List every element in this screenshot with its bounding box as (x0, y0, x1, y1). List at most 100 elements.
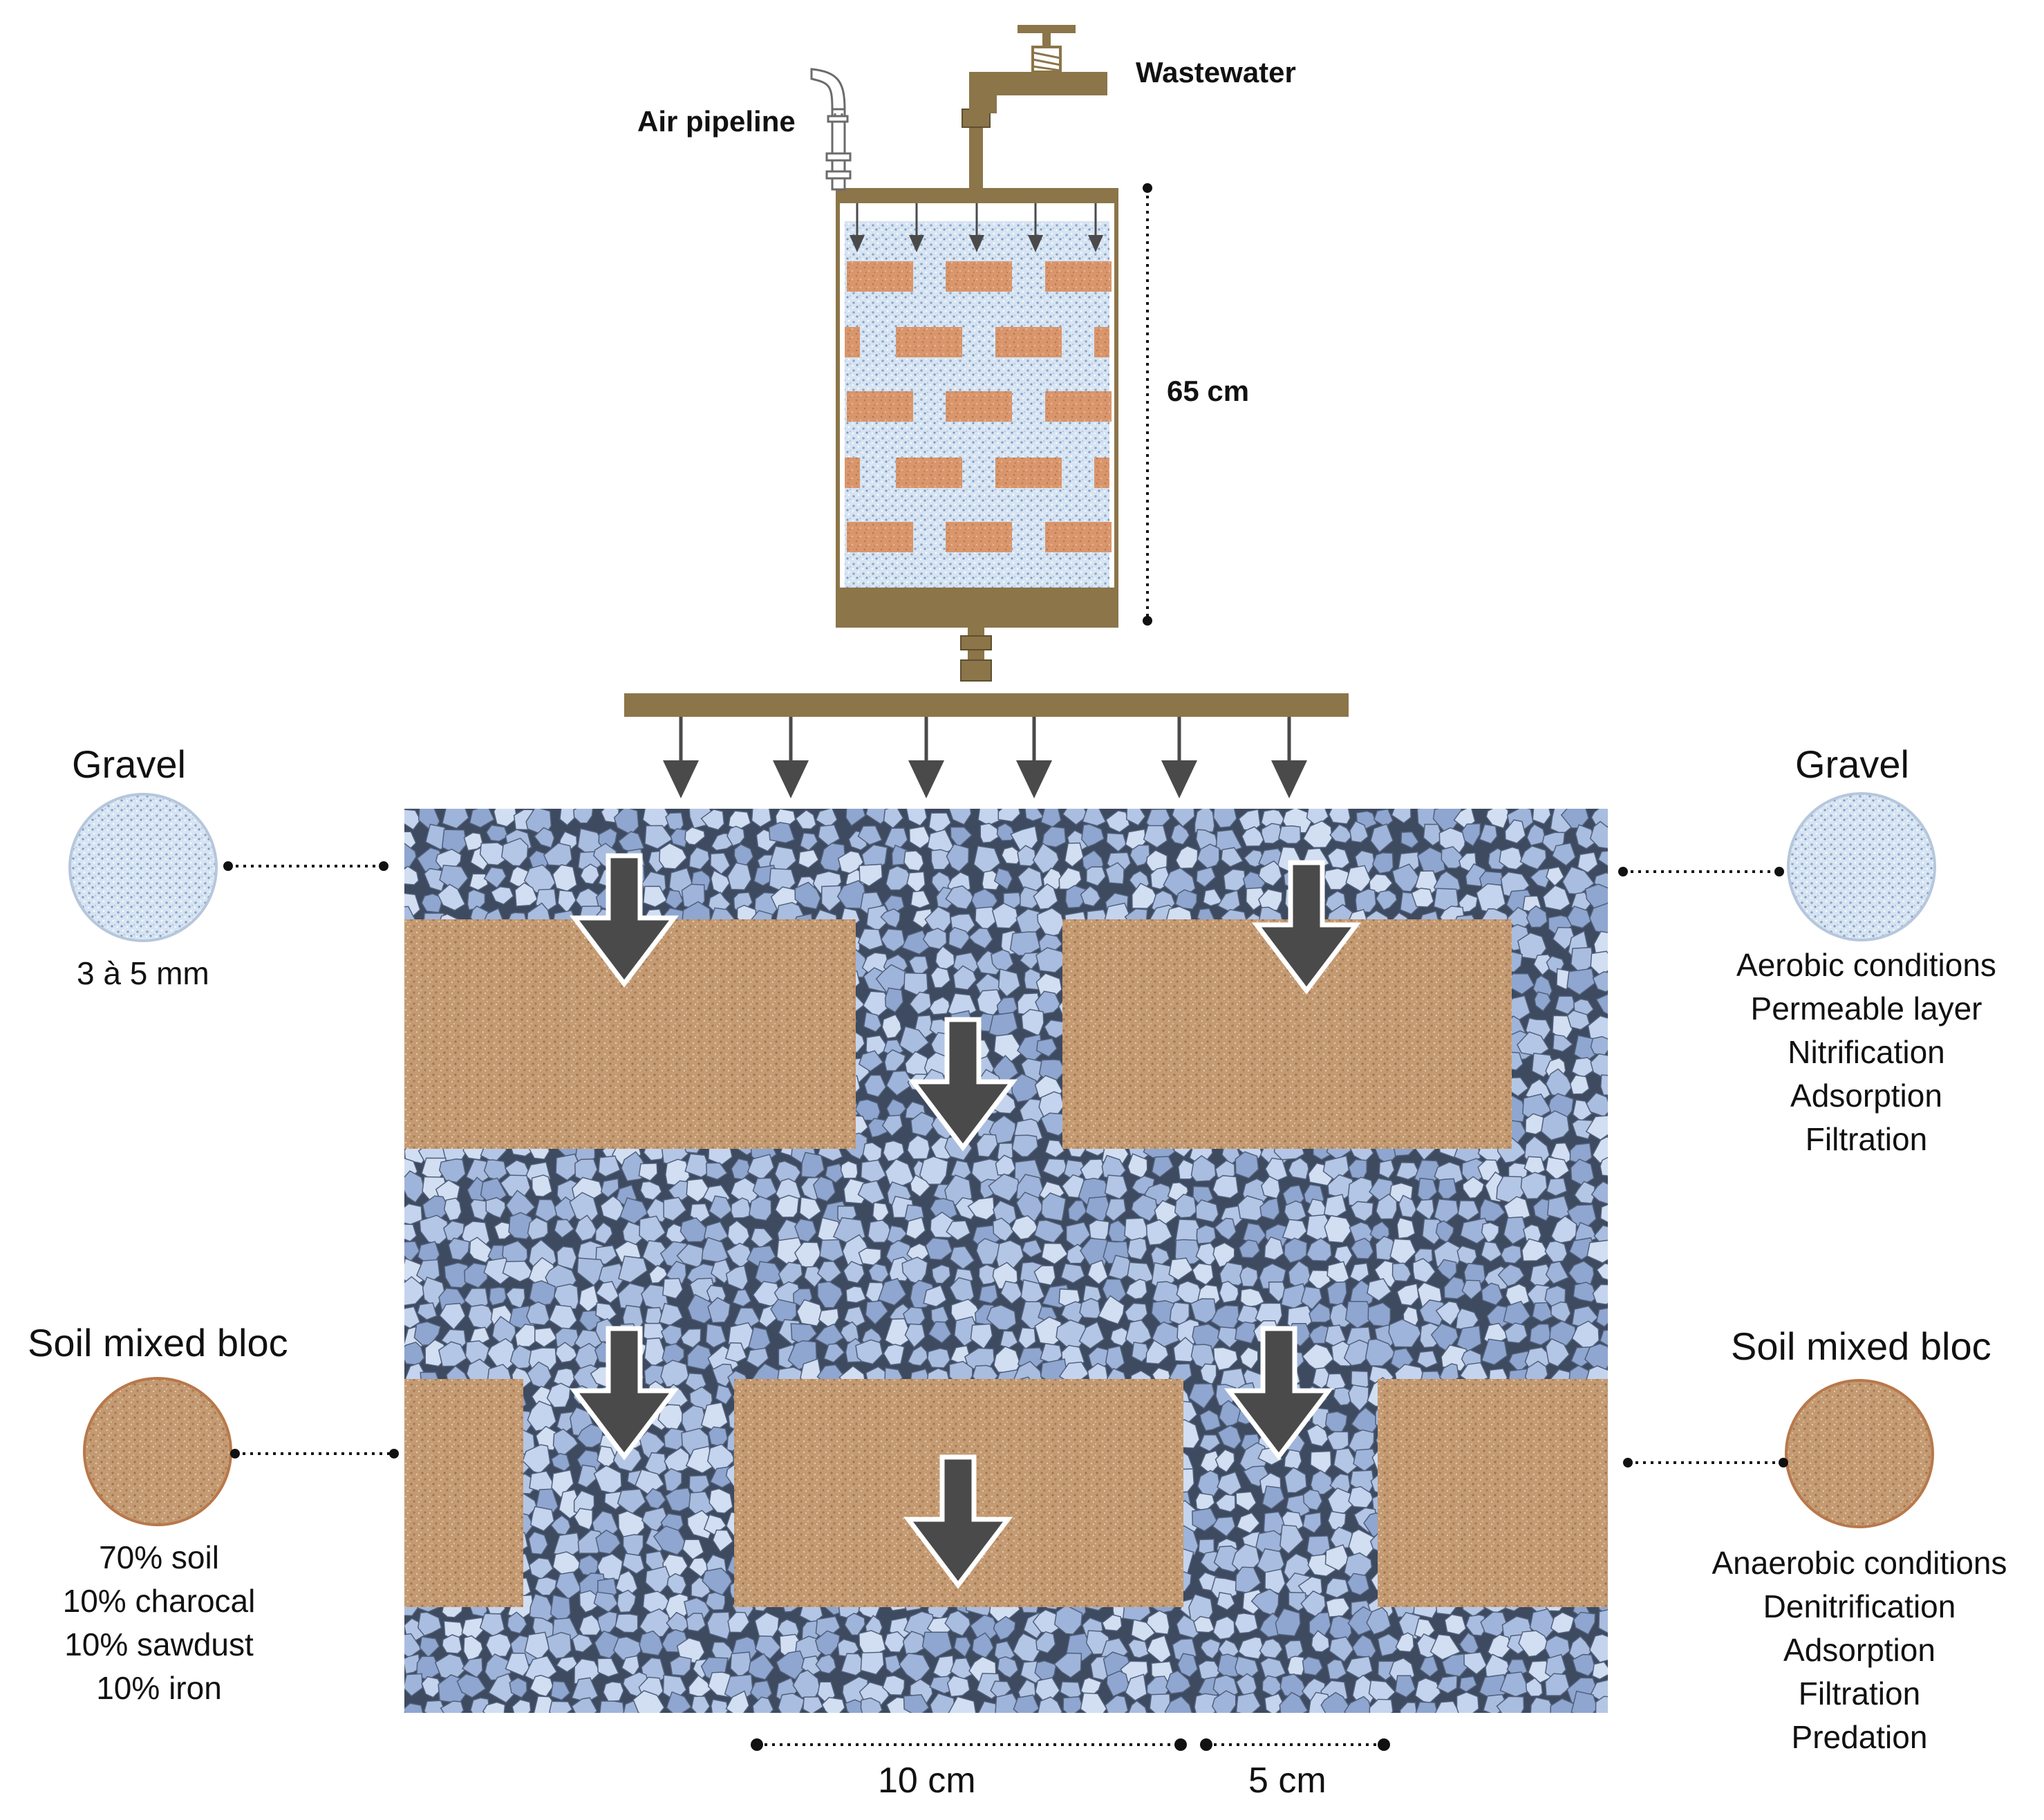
gravel-stone (1041, 1242, 1069, 1265)
gravel-stone (840, 1160, 859, 1179)
gravel-stone (705, 1323, 727, 1349)
gravel-stone (1555, 995, 1576, 1015)
arrowhead (969, 235, 984, 252)
gravel-stone (1592, 1136, 1608, 1163)
gravel-stone (857, 825, 883, 846)
gravel-stone (1202, 888, 1223, 907)
gravel-stone (903, 850, 924, 872)
gravel-stone (799, 1197, 822, 1221)
gravel-stone (1347, 1573, 1370, 1596)
gravel-stone (1152, 1321, 1180, 1349)
gravel-stone (1389, 1238, 1417, 1266)
gravel-stone (483, 1257, 512, 1285)
gravel-stone (599, 1700, 625, 1713)
gravel-stone (910, 1174, 931, 1198)
gravel-stone (1573, 1282, 1597, 1303)
gravel-stone (1370, 823, 1394, 853)
gravel-stone (844, 1613, 865, 1636)
gravel-stone (976, 1134, 998, 1158)
gravel-stone (1078, 1321, 1105, 1350)
gravel-stone (1257, 888, 1283, 911)
column-soil-brick (845, 327, 860, 357)
gravel-stone (880, 908, 901, 928)
gravel-stone (1097, 1295, 1125, 1325)
gravel-stone (1087, 1259, 1109, 1285)
arrowhead (1271, 760, 1307, 798)
gravel-stone (485, 1633, 512, 1658)
gravel-stone (993, 1033, 1024, 1063)
gravel-stone (423, 1700, 447, 1713)
gravel-stone (1388, 1318, 1422, 1348)
gravel-stone (1395, 1632, 1415, 1653)
gravel-stone (579, 1614, 602, 1636)
gravel-stone (1552, 926, 1576, 950)
gravel-stone (691, 1696, 711, 1713)
gravel-stone (865, 1300, 889, 1325)
gravel-stone (1485, 809, 1509, 829)
gravel-stone (843, 1260, 865, 1284)
gravel-stone (556, 1246, 577, 1270)
gravel-stone (617, 1488, 646, 1515)
gravel-stone (1396, 1283, 1420, 1306)
gravel-stone (548, 1700, 573, 1713)
gravel-stone (1328, 809, 1351, 825)
gravel-stone (1196, 866, 1217, 888)
gravel-stone (1398, 1611, 1421, 1640)
gravel-stone (817, 1281, 843, 1308)
gravel-stone (1033, 883, 1059, 910)
gravel-stone (1236, 1512, 1261, 1535)
gravel-stone (443, 1197, 462, 1221)
gravel-stone (1394, 1675, 1416, 1698)
gravel-stone (404, 1653, 421, 1675)
gravel-stone (921, 1631, 953, 1659)
gravel-stone (1239, 1347, 1259, 1370)
gravel-stone (1286, 1655, 1306, 1676)
gravel-stone (1062, 1696, 1084, 1713)
gravel-stone (996, 823, 1016, 841)
gravel-stone (1534, 991, 1552, 1012)
gravel-stone (1259, 1638, 1283, 1659)
gravel-stone (1333, 1245, 1353, 1268)
gravel-stone (819, 843, 846, 872)
gravel-stone (664, 1447, 690, 1473)
gravel-stone (1017, 845, 1037, 867)
gravel-stone (1400, 831, 1420, 849)
gravel-stone (953, 965, 977, 991)
gravel-stone (1566, 968, 1595, 996)
gravel-stone (1310, 1450, 1332, 1474)
gravel-stone (404, 1306, 421, 1329)
gravel-stone (1324, 1214, 1353, 1244)
gravel-stone (794, 881, 821, 910)
gravel-stone (1145, 1339, 1170, 1364)
gravel-stone (904, 1323, 926, 1349)
gravel-stone (1545, 1338, 1570, 1367)
gravel-stone (639, 1608, 671, 1638)
gravel-stone (1109, 1326, 1130, 1347)
gravel-stone (1261, 823, 1284, 844)
gravel-stone (438, 1158, 467, 1183)
flow-arrows (569, 853, 1362, 1589)
arrowhead (850, 235, 865, 252)
gravel-stone (1504, 819, 1526, 844)
gravel-stone (768, 822, 796, 844)
gravel-stone (1329, 823, 1353, 844)
gravel-stone (843, 1306, 866, 1327)
gravel-stone (593, 1591, 619, 1613)
gravel-stone (815, 1653, 837, 1675)
gravel-stone (404, 1241, 420, 1263)
gravel-stone (730, 1177, 758, 1205)
gravel-stone (945, 885, 975, 910)
gravel-stone (686, 1613, 706, 1632)
gravel-stone (931, 1264, 951, 1284)
gravel-stone (747, 1653, 775, 1680)
gravel-stone (1367, 1302, 1391, 1328)
gravel-stone (1396, 1162, 1421, 1181)
gravel-stone (1040, 1192, 1067, 1222)
gravel-stone (776, 1650, 807, 1680)
gravel-stone (531, 1174, 553, 1197)
gravel-stone (1325, 1577, 1350, 1599)
gravel-stone (638, 1163, 658, 1181)
gravel-stone (509, 1677, 527, 1698)
gravel-stone (1566, 906, 1592, 929)
gravel-stone (1595, 993, 1608, 1015)
